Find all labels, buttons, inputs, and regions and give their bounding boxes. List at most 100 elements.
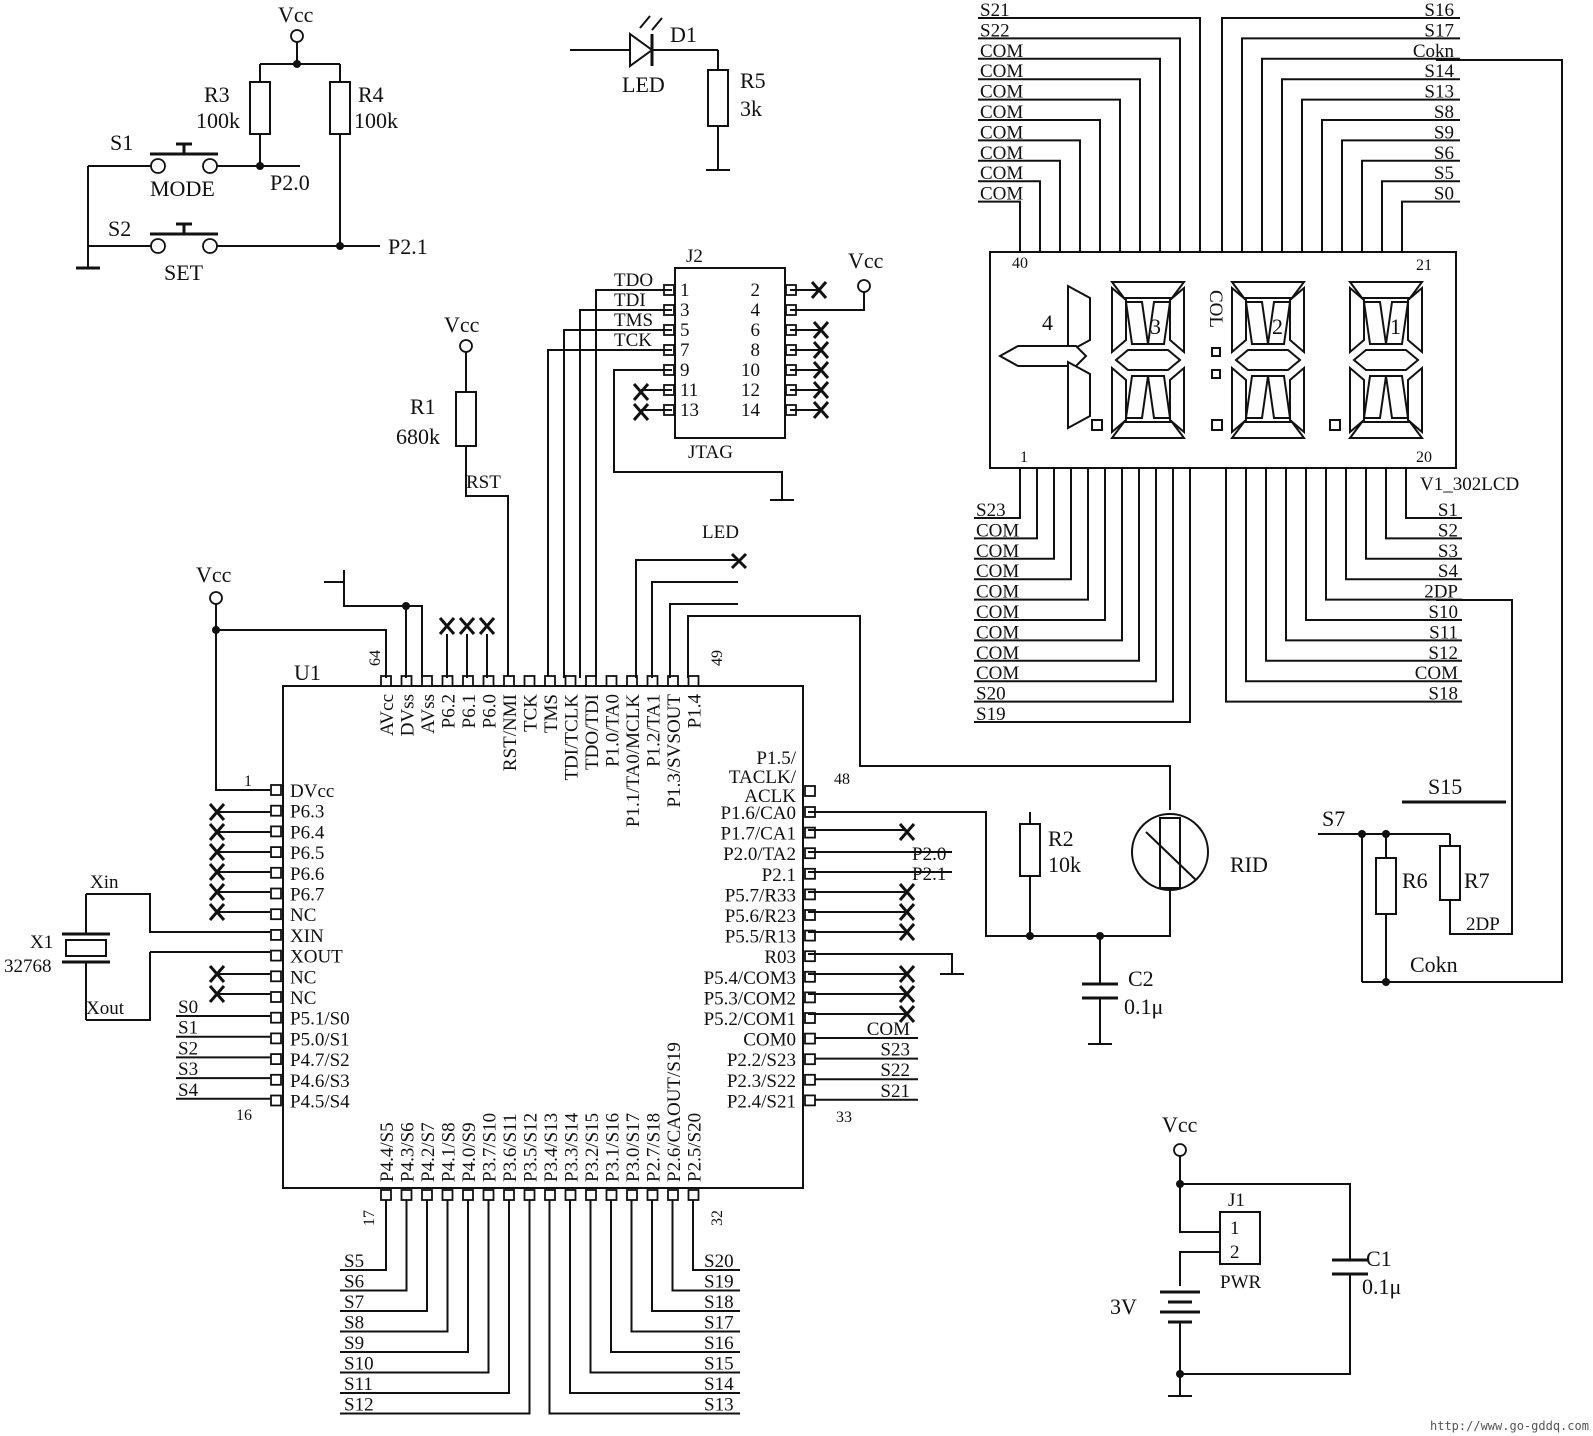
led-net-label: LED bbox=[702, 522, 739, 543]
mcu-top-pin-label: P1.4 bbox=[685, 694, 706, 729]
mcu-pin-box bbox=[503, 675, 515, 687]
mcu-pin-box bbox=[462, 1189, 474, 1201]
lcd-bottom-left-trace bbox=[974, 468, 1055, 560]
lcd-digit-1-segment bbox=[1348, 421, 1424, 439]
left-net-label: S1 bbox=[178, 1018, 198, 1039]
x1-value: 32768 bbox=[4, 956, 52, 977]
j1-pin2: 2 bbox=[1230, 1242, 1240, 1263]
mcu-u1: U1 DVccP6.3P6.4P6.5P6.6P6.7NCXINXOUTNCNC… bbox=[4, 522, 1171, 1416]
mcu-pin-box bbox=[270, 804, 282, 817]
lcd-bottom-left-net-label: COM bbox=[976, 602, 1019, 623]
r1-block: Vcc R1 680k RST bbox=[396, 312, 509, 678]
lcd-digit-1-label: 1 bbox=[1390, 314, 1401, 339]
lcd-top-right-trace bbox=[1401, 200, 1460, 252]
c1-value: 0.1μ bbox=[1362, 1274, 1401, 1299]
mcu-left-pin-label: P6.3 bbox=[290, 802, 324, 823]
lcd-bottom-left-net-label: S19 bbox=[976, 704, 1006, 725]
r3-value: 100k bbox=[196, 108, 240, 133]
lcd-bottom-right-trace bbox=[1305, 468, 1462, 621]
lcd-bottom-left-net-label: S23 bbox=[976, 500, 1006, 521]
led-icon bbox=[629, 32, 654, 68]
bottom-right-net-label: S19 bbox=[704, 1272, 734, 1293]
p20-net-label: P2.0 bbox=[912, 844, 946, 865]
lcd-bottom-right-net-label: COM bbox=[1415, 663, 1458, 684]
lcd-digit-2-segment bbox=[1244, 301, 1270, 345]
lcd-bottom-right-net-label: S10 bbox=[1428, 602, 1458, 623]
lcd-digit-3-segment bbox=[1110, 281, 1186, 299]
mcu-pin-box bbox=[482, 675, 495, 687]
r3-label: R3 bbox=[204, 82, 230, 107]
lcd-top-right-net-label: Cokn bbox=[1413, 41, 1455, 62]
lcd-top-left-trace bbox=[978, 200, 1021, 252]
mcu-top-pin-label: RST/NMI bbox=[500, 694, 521, 771]
mcu-pin1-number: 1 bbox=[244, 773, 252, 790]
lcd-bottom-right-net-label: S3 bbox=[1438, 541, 1458, 562]
lcd-digit-1-segment bbox=[1362, 301, 1388, 345]
mcu-pin-box bbox=[421, 1189, 433, 1201]
lcd-bottom-left-net-label: S20 bbox=[976, 684, 1006, 705]
mcu-pin-box bbox=[667, 1189, 679, 1201]
battery-label: 3V bbox=[1110, 1294, 1137, 1319]
lcd-top-left-trace bbox=[978, 17, 1201, 252]
mcu-bottom-pin-label: P3.1/S16 bbox=[603, 1113, 624, 1182]
lcd-digit-1-segment bbox=[1384, 301, 1410, 345]
mcu-pin-box bbox=[804, 991, 816, 1004]
s2-label: S2 bbox=[108, 216, 131, 241]
mcu-pin-box bbox=[270, 949, 282, 962]
tdi-label: TDI bbox=[614, 290, 646, 311]
led-name: LED bbox=[622, 72, 665, 97]
mcu-right-pin-label: P2.3/S22 bbox=[727, 1071, 796, 1092]
mcu-right-pin-label: P5.6/R23 bbox=[725, 906, 796, 927]
mcu-bottom-pin-label: P3.7/S10 bbox=[480, 1113, 501, 1182]
mcu-top-pin-label: TDI/TCLK bbox=[562, 694, 583, 781]
d1-label: D1 bbox=[670, 22, 697, 47]
bottom-right-trace bbox=[651, 1200, 740, 1312]
lcd-digit-1-segment bbox=[1384, 375, 1410, 419]
s15-label: S15 bbox=[1428, 774, 1462, 799]
bottom-right-net-label: S20 bbox=[704, 1251, 734, 1272]
jtag-right-pin-number: 8 bbox=[751, 340, 761, 361]
lcd-digit-2-label: 2 bbox=[1272, 314, 1283, 339]
lcd-digit-2-segment bbox=[1289, 285, 1305, 355]
mcu-top-pin-label: TCK bbox=[521, 694, 542, 732]
mcu-pin-box bbox=[270, 929, 282, 941]
mcu-right-pin-label: P5.2/COM1 bbox=[704, 1009, 796, 1030]
r4-value: 100k bbox=[354, 108, 398, 133]
jtag-right-pin-number: 2 bbox=[751, 280, 761, 301]
lcd-digit-2-segment-dp bbox=[1211, 419, 1223, 431]
bottom-left-net-label: S11 bbox=[344, 1374, 373, 1395]
lcd-digit-2-segment bbox=[1231, 285, 1247, 355]
tdo-label: TDO bbox=[614, 270, 653, 291]
mcu-right-pin-label: P2.1 bbox=[762, 865, 796, 886]
lcd-digit-3-segment bbox=[1146, 301, 1172, 345]
led-block: D1 LED R5 3k bbox=[570, 15, 766, 171]
lcd-digit-2-segment bbox=[1266, 301, 1292, 345]
mcu-pin64-number: 64 bbox=[367, 650, 384, 666]
mcu-pin-box bbox=[804, 1094, 816, 1107]
lcd-top-left-trace bbox=[978, 139, 1081, 252]
lcd-pin40: 40 bbox=[1012, 255, 1028, 272]
lcd-top-right-trace bbox=[1361, 159, 1460, 252]
rid-sensor-icon bbox=[1131, 813, 1209, 891]
lcd-digit-2-segment bbox=[1266, 375, 1292, 419]
lcd-top-left-net-label: COM bbox=[980, 143, 1023, 164]
j2-label: J2 bbox=[686, 246, 703, 267]
lcd-top-left-trace bbox=[978, 37, 1181, 252]
lcd-bottom-left-net-label: COM bbox=[976, 643, 1019, 664]
mcu-pin-box bbox=[270, 784, 282, 796]
lcd-digit-1-segment-dp bbox=[1329, 419, 1341, 431]
lcd-top-right-trace bbox=[1281, 78, 1460, 252]
mcu-top-pin-label: DVss bbox=[398, 694, 419, 736]
s2-name: SET bbox=[164, 260, 204, 285]
lcd-top-left-net-label: COM bbox=[980, 41, 1023, 62]
bottom-left-net-label: S5 bbox=[344, 1251, 364, 1272]
mcu-bottom-pin-label: P2.7/S18 bbox=[644, 1113, 665, 1182]
mcu-left-pin-label: XIN bbox=[290, 926, 324, 947]
bottom-left-trace bbox=[340, 1200, 469, 1353]
mcu-left-pin-label: NC bbox=[290, 905, 316, 926]
left-net-label: S2 bbox=[178, 1038, 198, 1059]
mcu-pin-box bbox=[523, 1189, 536, 1201]
mcu-pin-box bbox=[564, 675, 577, 687]
